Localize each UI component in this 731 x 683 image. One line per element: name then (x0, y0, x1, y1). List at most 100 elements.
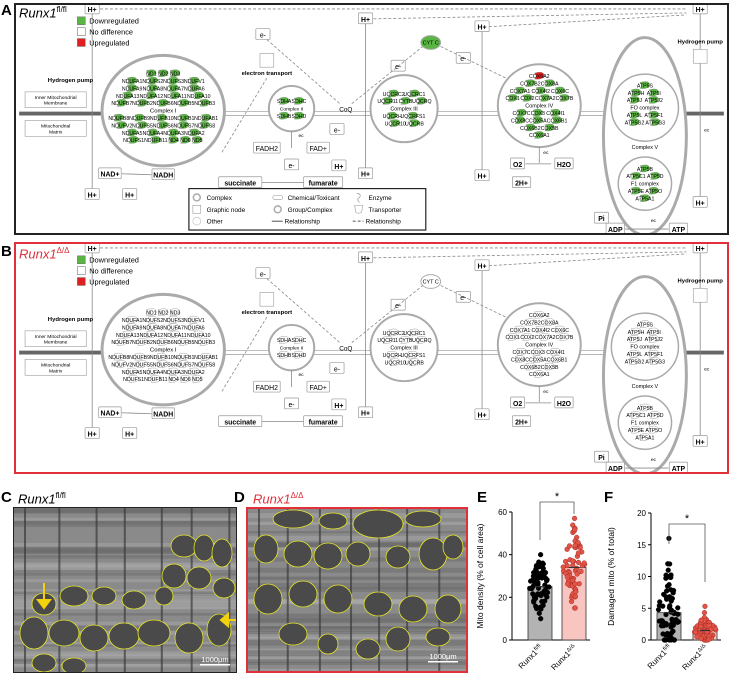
inner-membrane-label-line: Membrane (44, 101, 68, 107)
hplus-node: H+ (478, 413, 487, 420)
enzyme-icon (356, 193, 361, 203)
relationship-line (351, 285, 424, 344)
enzyme-icon (532, 108, 543, 117)
hydrogen-pump-node (692, 288, 708, 303)
hplus-node-box (84, 188, 100, 200)
scale-bar-label: 1000μm (201, 655, 228, 664)
genotype-sup: fl/fl (55, 491, 66, 500)
complex-2-subunit: SDHD (292, 353, 307, 359)
enzyme-icon (524, 123, 536, 132)
x-tick-label: Runx1Δ/Δ (680, 643, 709, 672)
relationship-line (121, 173, 152, 176)
myofibril-band (248, 535, 466, 541)
complex-4-subunit: COX2 (520, 335, 534, 341)
electron-node-box (329, 362, 345, 374)
complex-1-subunit: NDUFS8 (194, 362, 215, 368)
data-point (673, 616, 679, 623)
complex-1-subunit: NDUFAB1 (194, 116, 218, 122)
legend-label-up: Upregulated (89, 277, 129, 286)
complex-1-subunit: NDUFB5 (174, 340, 195, 346)
ec-label: ec (298, 134, 304, 139)
two-h-node-box (512, 176, 532, 188)
fo-complex-subunit: ATP5J (627, 337, 643, 343)
pi-node-box (594, 450, 609, 463)
legend-swatch-up (77, 38, 86, 47)
fad-node: FAD+ (309, 146, 326, 153)
enzyme-icon (278, 336, 290, 344)
panel-d-title: Runx1Δ/Δ (253, 491, 304, 506)
chemical-icon (272, 195, 283, 200)
hplus-node: H+ (478, 174, 487, 181)
complex-1-subunit: NDUFB3 (194, 340, 215, 346)
mitochondrion-outline (318, 512, 348, 530)
hplus-node-box (358, 12, 374, 25)
complex-4-subunit: COX7C (513, 111, 531, 117)
enzyme-icon (551, 355, 563, 363)
enzyme-icon (168, 136, 179, 144)
electron-node: e- (395, 303, 401, 310)
two-h-node: 2H+ (515, 420, 528, 427)
panel-c-title: Runx1fl/fl (18, 491, 66, 506)
complex-3-subunit: UQCR11 (377, 99, 398, 105)
coq-label: CoQ (339, 107, 352, 114)
enzyme-icon (507, 333, 518, 341)
complex-4-subunit: COX7A2 (535, 96, 556, 102)
electron-node-box (284, 397, 300, 410)
complex-1-subunit: ND2 (158, 311, 169, 317)
enzyme-icon (157, 99, 169, 107)
complex-1-subunit: ND4 (168, 138, 179, 144)
hplus-node-box (331, 398, 347, 411)
scale-bar (428, 661, 458, 663)
complex-1-subunit: NDUFA8 (143, 86, 164, 92)
membrane-label-box (24, 91, 87, 108)
hplus-node: H+ (361, 256, 370, 263)
enzyme-icon (200, 113, 212, 122)
data-point (669, 595, 675, 602)
enzyme-icon (388, 89, 399, 98)
enzyme-icon (147, 76, 159, 85)
complex-3-subunit: UQCRB (405, 360, 424, 366)
enzyme-icon (168, 323, 179, 331)
enzyme-icon (145, 69, 157, 77)
enzyme-icon (629, 357, 640, 365)
enzyme-icon (126, 315, 138, 324)
enzyme-icon (389, 119, 401, 127)
hplus-node-box (331, 159, 347, 172)
cytc-node (420, 274, 442, 289)
matrix-label-line: Matrix (49, 129, 63, 135)
hydrogen-pump-node (692, 49, 708, 64)
data-point (538, 552, 544, 558)
data-point (665, 567, 671, 573)
myofibril-band (248, 658, 466, 663)
category-sup: fl/fl (662, 643, 671, 652)
y-tick-label: 15 (637, 541, 646, 550)
relationship-line (266, 39, 341, 104)
cytc-node (420, 35, 442, 50)
mitochondrion-outline (170, 534, 198, 558)
category-sup: Δ/Δ (566, 643, 577, 654)
data-point (534, 573, 541, 579)
legend-swatch-down (77, 16, 86, 26)
enzyme-icon (629, 349, 640, 358)
enzyme-icon (126, 367, 138, 376)
f1-complex-label: F1 complex (631, 421, 659, 427)
enzyme-icon (400, 336, 411, 344)
complex-1-subunit: NDUFS8 (194, 123, 215, 129)
mitochondrion-outline (48, 619, 80, 647)
mitochondrion-outline (317, 633, 339, 655)
complex-4-subunit: COX4I1 (546, 111, 565, 117)
data-point (581, 560, 587, 566)
legend-label-up: Upregulated (89, 38, 129, 47)
complex-3-label: Complex III (390, 107, 417, 113)
enzyme-icon (137, 360, 148, 368)
complex-4-subunit: COX6C (551, 89, 569, 95)
mitochondrion-outline (288, 580, 318, 608)
data-point (667, 603, 673, 609)
enzyme-icon (630, 88, 642, 97)
enzyme-icon (128, 375, 139, 383)
complex-3-subunit: UQCR10 (385, 121, 406, 127)
o2-node-box (510, 396, 526, 409)
mitochondrion-outline (352, 509, 404, 539)
complex-1-subunit: NDUFA7 (163, 86, 184, 92)
